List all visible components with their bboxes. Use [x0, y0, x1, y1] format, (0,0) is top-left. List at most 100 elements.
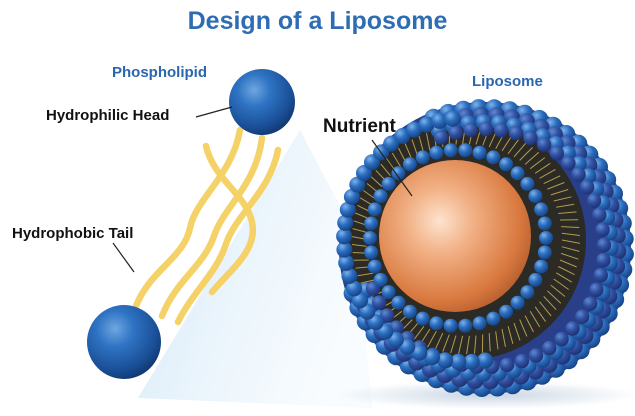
phospholipid-head-bead — [580, 179, 595, 195]
bilayer-tail-line — [558, 266, 575, 276]
inner-head-bead — [391, 295, 406, 310]
rim-head-bead — [352, 292, 368, 309]
inner-head-bead — [472, 145, 487, 160]
phospholipid-head-bead — [528, 348, 544, 363]
inner-head-bead — [443, 143, 458, 158]
rim-head-bead — [399, 338, 416, 355]
inner-head-bead — [537, 216, 552, 231]
bilayer-tail-line — [474, 335, 477, 354]
bilayer-tail-line — [412, 326, 425, 342]
inner-head-bead — [472, 316, 487, 331]
zoom-cone — [138, 130, 372, 408]
bilayer-tail-line — [507, 326, 514, 345]
bilayer-tail-line — [543, 175, 561, 185]
liposome-inner-beads — [363, 143, 553, 333]
inner-head-bead — [534, 259, 549, 274]
inner-head-bead — [364, 245, 379, 260]
hydrophobic-tail-label: Hydrophobic Tail — [12, 225, 134, 242]
bilayer-tail-line — [524, 315, 534, 333]
hydrophobic-tails — [132, 126, 282, 326]
inner-head-bead — [520, 285, 535, 300]
hydrophilic-head-label: Hydrophilic Head — [46, 107, 170, 124]
inner-head-bead — [415, 150, 430, 165]
rim-head-bead — [463, 353, 480, 370]
inner-head-bead — [510, 295, 525, 310]
bilayer-tail-line — [550, 189, 569, 196]
phospholipid-head-bead — [448, 125, 463, 140]
phospholipid-head-bead — [583, 296, 598, 311]
rim-head-bead — [406, 121, 423, 138]
inner-head-bead — [367, 259, 382, 274]
bilayer-tail-line — [507, 138, 520, 154]
inner-head-bead — [391, 166, 406, 181]
phospholipid-head-bead — [593, 268, 608, 283]
inner-head-bead — [402, 157, 417, 172]
bilayer-tail-line — [450, 335, 457, 354]
phospholipid-head-bead — [589, 282, 604, 297]
bilayer-tail-line — [442, 334, 450, 352]
phospholipid-head-bead — [554, 331, 569, 347]
phospholipid-head-bead — [542, 340, 557, 356]
phospholipid-head-bead — [596, 253, 611, 268]
bilayer-tail-line — [547, 290, 562, 304]
rim-head-bead — [411, 344, 428, 361]
phospholipid-head-bead — [523, 130, 538, 146]
liposome-sphere — [336, 99, 634, 397]
phospholipid-head-bead — [372, 295, 387, 310]
bilayer-tail-line — [561, 239, 580, 244]
phospholipid-label: Phospholipid — [112, 64, 207, 81]
phospholipid-head-bead — [549, 145, 564, 161]
inner-head-bead — [363, 231, 377, 245]
inner-head-bead — [415, 311, 430, 326]
rim-head-bead — [338, 254, 355, 271]
rim-head-bead — [341, 267, 358, 284]
tail-pointer-line — [112, 242, 135, 273]
bilayer-tail-line — [501, 328, 506, 347]
bilayer-tail-line — [561, 246, 580, 252]
phospholipid-head-bead — [536, 137, 552, 152]
rim-head-bead — [444, 110, 461, 127]
inner-head-bead — [486, 311, 501, 326]
inner-head-bead — [373, 189, 388, 204]
bilayer-tail-line — [466, 335, 470, 355]
bilayer-tail-line — [519, 147, 533, 161]
inner-head-bead — [539, 231, 553, 245]
inner-head-bead — [537, 245, 552, 260]
inner-head-bead — [486, 150, 501, 165]
bilayer-tail-line — [513, 322, 521, 341]
phospholipid-head-bead — [493, 122, 509, 138]
rim-head-bead — [336, 228, 353, 245]
hydrophilic-head-top — [229, 69, 295, 135]
rim-head-bead — [418, 116, 435, 133]
inner-head-bead — [429, 145, 444, 160]
bilayer-tail-line — [524, 151, 540, 165]
bilayer-tail-line — [519, 319, 528, 337]
nutrient-pointer-line — [371, 139, 413, 197]
bilayer-tail-line — [513, 142, 527, 158]
rim-head-bead — [359, 303, 376, 320]
bilayer-tail-line — [434, 332, 444, 350]
inner-head-bead — [367, 202, 382, 217]
bilayer-tail-line — [559, 259, 577, 268]
inner-head-bead — [510, 166, 525, 181]
head-pointer-line — [195, 106, 233, 118]
phospholipid-head-bead — [478, 121, 494, 137]
bilayer-tail-line — [495, 331, 499, 350]
bilayer-tail-line — [550, 284, 566, 297]
inner-head-bead — [520, 176, 535, 191]
inner-head-bead — [381, 176, 396, 191]
phospholipid-head-bead — [499, 357, 515, 373]
inner-head-bead — [528, 272, 543, 287]
bilayer-tail-line — [534, 162, 551, 174]
bilayer-tail-line — [553, 278, 569, 290]
bilayer-tail-line — [529, 157, 546, 170]
phospholipid-head-bead — [514, 353, 530, 369]
nutrient-label: Nutrient — [323, 116, 396, 137]
liposome-label: Liposome — [472, 73, 543, 90]
phospholipid-head-bead — [592, 207, 607, 223]
hydrophilic-head-bottom — [87, 305, 161, 379]
inner-head-bead — [458, 143, 473, 158]
inner-head-bead — [402, 304, 417, 319]
phospholipid-head-bead — [586, 193, 602, 208]
